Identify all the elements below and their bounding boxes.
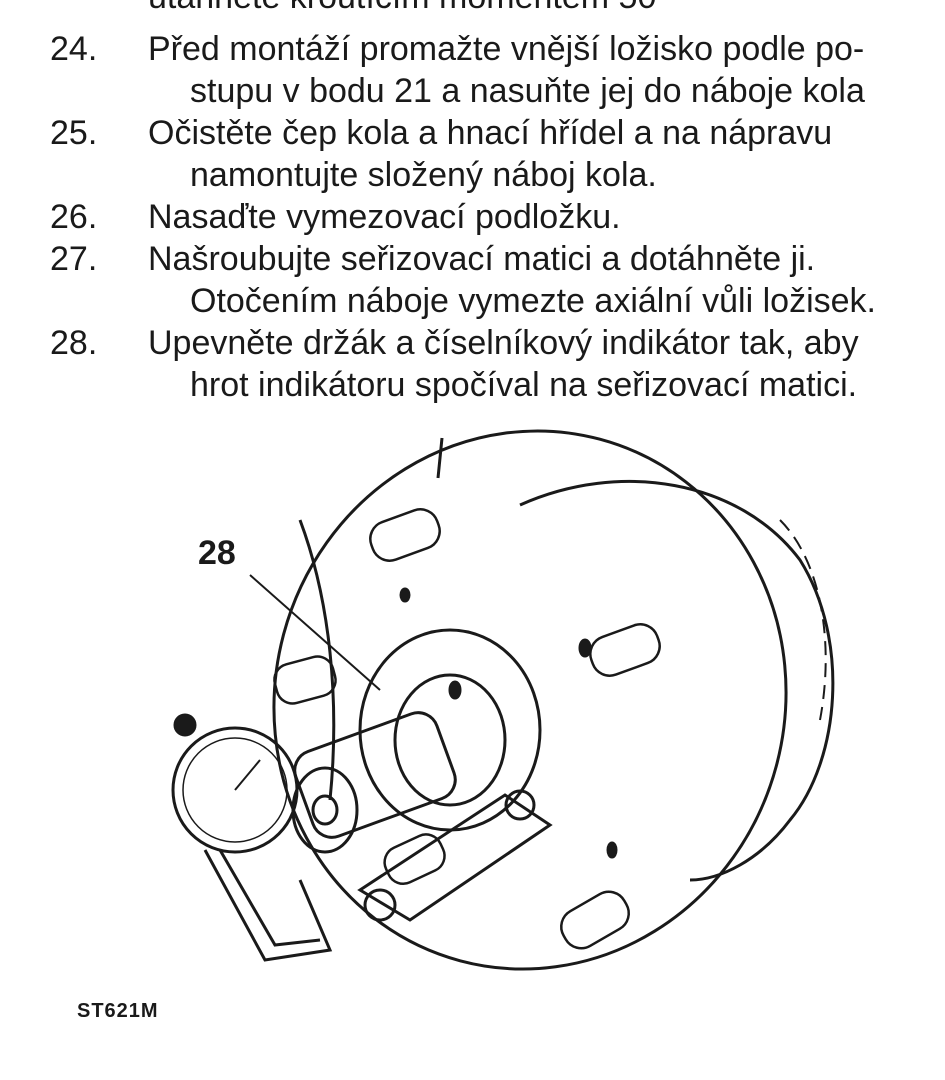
step-text: Upevněte držák a číselníkový indikátor t… [148,324,859,362]
step-number: 26. [50,198,98,236]
step-number: 27. [50,240,98,278]
step-number: 28. [50,324,98,362]
step-text: Očistěte čep kola a hnací hřídel a na ná… [148,114,833,152]
figure-callout-label: 28 [198,534,236,572]
step-number: 25. [50,114,98,152]
cut-off-line: utáhněte kroutícím momentem 50 [148,0,656,17]
step-number: 24. [50,30,98,68]
step-text: Před montáží promažte vnější ložisko pod… [148,30,865,68]
step-text: namontujte složený náboj kola. [190,156,657,194]
step-text: Nasaďte vymezovací podložku. [148,198,621,236]
step-text: Otočením náboje vymezte axiální vůli lož… [190,282,876,320]
figure-code: ST621M [77,1000,159,1022]
step-text: stupu v bodu 21 a nasuňte jej do náboje … [190,72,865,110]
wheel-hub-illustration [171,429,835,971]
step-text: hrot indikátoru spočíval na seřizovací m… [190,366,858,404]
step-text: Našroubujte seřizovací matici a dotáhnět… [148,240,816,278]
